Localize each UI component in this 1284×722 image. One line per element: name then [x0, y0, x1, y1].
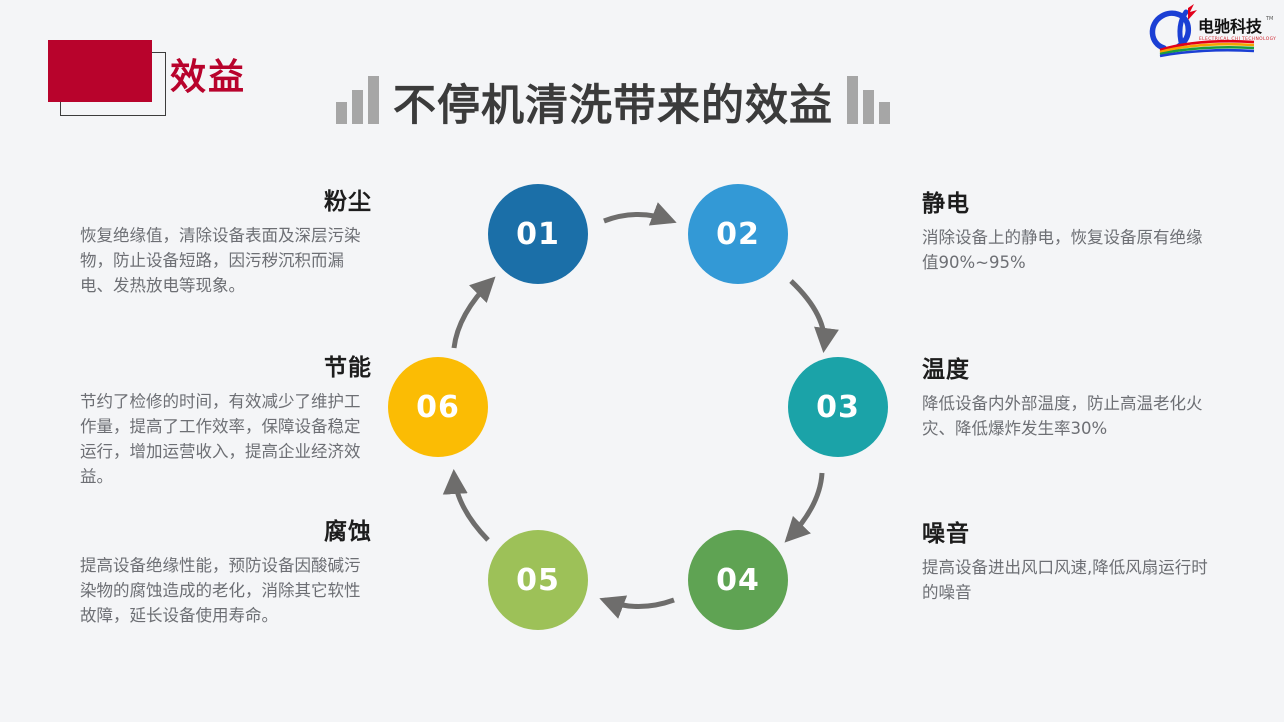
arrow-01-to-02 — [603, 202, 677, 226]
benefit-heading-temperature: 温度 — [922, 357, 970, 383]
section-kicker-label: 效益 — [170, 57, 247, 98]
cycle-node-04[interactable]: 04 — [688, 530, 788, 630]
cycle-node-05[interactable]: 05 — [488, 530, 588, 630]
cycle-node-03-label: 03 — [816, 389, 860, 425]
page-title: 不停机清洗带来的效益 — [393, 81, 833, 131]
badge-fill-shape — [48, 40, 152, 102]
benefit-block-corrosion: 腐蚀 提高设备绝缘性能，预防设备因酸碱污染物的腐蚀造成的老化，消除其它软性故障，… — [80, 512, 372, 628]
benefit-body-temperature: 降低设备内外部温度，防止高温老化火灾、降低爆炸发生率30% — [922, 394, 1203, 439]
svg-text:电驰科技: 电驰科技 — [1198, 17, 1263, 36]
arrow-03-to-04 — [784, 472, 825, 543]
benefit-cycle-diagram: 01 02 03 04 05 06 — [376, 176, 906, 644]
cycle-node-02[interactable]: 02 — [688, 184, 788, 284]
benefit-heading-noise: 噪音 — [922, 521, 970, 547]
cycle-node-06[interactable]: 06 — [388, 357, 488, 457]
benefit-heading-static: 静电 — [922, 191, 970, 217]
arrow-05-to-06 — [442, 469, 490, 542]
arrow-06-to-01 — [451, 276, 496, 349]
bar-chart-ascending-icon — [336, 76, 379, 128]
arrow-02-to-03 — [789, 279, 839, 353]
svg-text:TM: TM — [1265, 16, 1273, 22]
cycle-node-02-label: 02 — [716, 216, 760, 252]
benefit-heading-dust: 粉尘 — [324, 189, 372, 215]
benefit-heading-corrosion: 腐蚀 — [324, 519, 372, 545]
benefit-body-energy: 节约了检修的时间，有效减少了维护工作量，提高了工作效率，保障设备稳定运行，增加运… — [80, 392, 361, 487]
benefit-block-temperature: 温度 降低设备内外部温度，防止高温老化火灾、降低爆炸发生率30% — [922, 350, 1214, 441]
page-title-row: 不停机清洗带来的效益 — [336, 62, 890, 128]
benefit-block-static: 静电 消除设备上的静电，恢复设备原有绝缘值90%~95% — [922, 184, 1214, 275]
cycle-node-03[interactable]: 03 — [788, 357, 888, 457]
benefit-block-dust: 粉尘 恢复绝缘值，清除设备表面及深层污染物，防止设备短路，因污秽沉积而漏电、发热… — [80, 182, 372, 298]
arrow-04-to-05 — [599, 595, 675, 619]
benefit-body-dust: 恢复绝缘值，清除设备表面及深层污染物，防止设备短路，因污秽沉积而漏电、发热放电等… — [80, 226, 361, 296]
company-logo: 电驰科技 ELECTRICAL CHI TECHNOLOGY TM — [1142, 2, 1278, 60]
cycle-node-01[interactable]: 01 — [488, 184, 588, 284]
cycle-node-06-label: 06 — [416, 389, 460, 425]
svg-text:ELECTRICAL CHI TECHNOLOGY: ELECTRICAL CHI TECHNOLOGY — [1199, 36, 1276, 42]
bar-chart-descending-icon — [847, 76, 890, 128]
cycle-node-05-label: 05 — [516, 562, 560, 598]
benefit-block-noise: 噪音 提高设备进出风口风速,降低风扇运行时的噪音 — [922, 514, 1214, 605]
cycle-node-01-label: 01 — [516, 216, 560, 252]
benefit-body-noise: 提高设备进出风口风速,降低风扇运行时的噪音 — [922, 558, 1208, 603]
benefit-body-static: 消除设备上的静电，恢复设备原有绝缘值90%~95% — [922, 228, 1203, 273]
benefit-block-energy: 节能 节约了检修的时间，有效减少了维护工作量，提高了工作效率，保障设备稳定运行，… — [80, 348, 372, 489]
benefit-heading-energy: 节能 — [324, 355, 372, 381]
section-badge — [48, 40, 178, 122]
logo-graphic-icon: 电驰科技 ELECTRICAL CHI TECHNOLOGY TM — [1149, 4, 1276, 58]
benefit-body-corrosion: 提高设备绝缘性能，预防设备因酸碱污染物的腐蚀造成的老化，消除其它软性故障，延长设… — [80, 556, 361, 626]
cycle-node-04-label: 04 — [716, 562, 760, 598]
